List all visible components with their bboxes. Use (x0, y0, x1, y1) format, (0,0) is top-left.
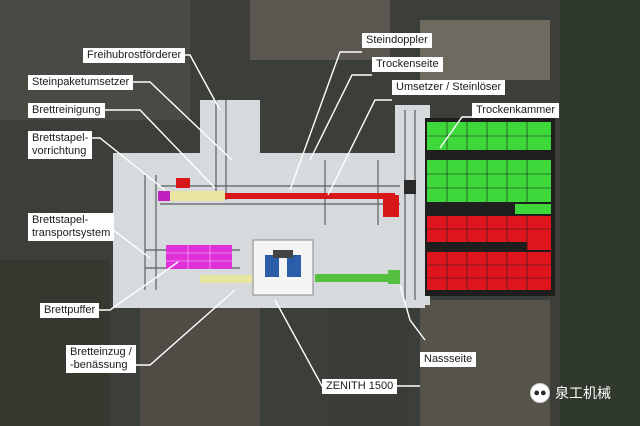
label-brettstapelvorrichtung: Brettstapel- vorrichtung (28, 131, 93, 159)
background-trees (560, 0, 640, 426)
hall-annex-upper (200, 100, 260, 160)
machine-part (265, 255, 279, 277)
label-line: -benässung (70, 359, 128, 371)
label-nassseite: Nassseite (420, 352, 477, 367)
background-trees (0, 260, 110, 426)
brand-watermark: ●● 泉工机械 (530, 383, 611, 403)
wet-chamber (527, 242, 551, 250)
background-roof (250, 0, 390, 60)
label-trockenseite: Trockenseite (372, 57, 443, 72)
wet-chamber-block (427, 216, 551, 290)
label-brettpuffer: Brettpuffer (40, 303, 100, 318)
label-line: Bretteinzug / (70, 346, 132, 358)
callout-umsetzer (327, 99, 392, 196)
wet-chamber (427, 252, 551, 290)
hall-annex-right (395, 105, 430, 305)
stack-marker (176, 178, 190, 188)
dry-chamber (427, 160, 551, 202)
chamber-grid (427, 122, 551, 290)
dry-side-conveyor (225, 193, 395, 199)
label-freihubrostfoerderer: Freihubrostförderer (83, 48, 186, 63)
wechat-icon: ●● (530, 383, 550, 403)
callout-nassseite (399, 284, 426, 341)
brand-text: 泉工机械 (555, 386, 611, 402)
label-steindoppler: Steindoppler (362, 33, 432, 48)
callout-steindoppler (289, 51, 362, 191)
label-trockenkammer: Trockenkammer (472, 103, 560, 118)
board-buffer (166, 245, 232, 269)
machine-part (273, 250, 293, 258)
background-road (330, 300, 410, 426)
transfer-unit (383, 195, 399, 217)
board-buffer-grid (166, 245, 232, 269)
board-cleaning-unit (170, 191, 225, 201)
label-line: Brettstapel- (32, 214, 89, 226)
callout-trockenkammer (439, 116, 472, 149)
block-machine (252, 239, 314, 296)
machine-part (287, 255, 301, 277)
label-bretteinzug: Bretteinzug / -benässung (66, 345, 136, 373)
label-zenith-1500: ZENITH 1500 (322, 379, 398, 394)
dry-chamber (515, 204, 551, 214)
label-steinpaketumsetzer: Steinpaketumsetzer (28, 75, 134, 90)
background-roof (140, 300, 260, 426)
label-brettstapeltransportsystem: Brettstapel- transportsystem (28, 213, 115, 241)
wet-side-conveyor (315, 274, 397, 282)
label-line: transportsystem (32, 227, 111, 239)
label-line: Brettstapel- (32, 132, 89, 144)
callout-trockenseite (309, 74, 372, 161)
label-line: vorrichtung (32, 145, 87, 157)
label-umsetzer-steinloeser: Umsetzer / Steinlöser (392, 80, 506, 95)
board-stacker-unit (158, 191, 170, 201)
board-infeed (200, 275, 255, 283)
label-brettreinigung: Brettreinigung (28, 103, 105, 118)
stone-loosener (404, 180, 416, 194)
wet-transfer (388, 270, 400, 284)
